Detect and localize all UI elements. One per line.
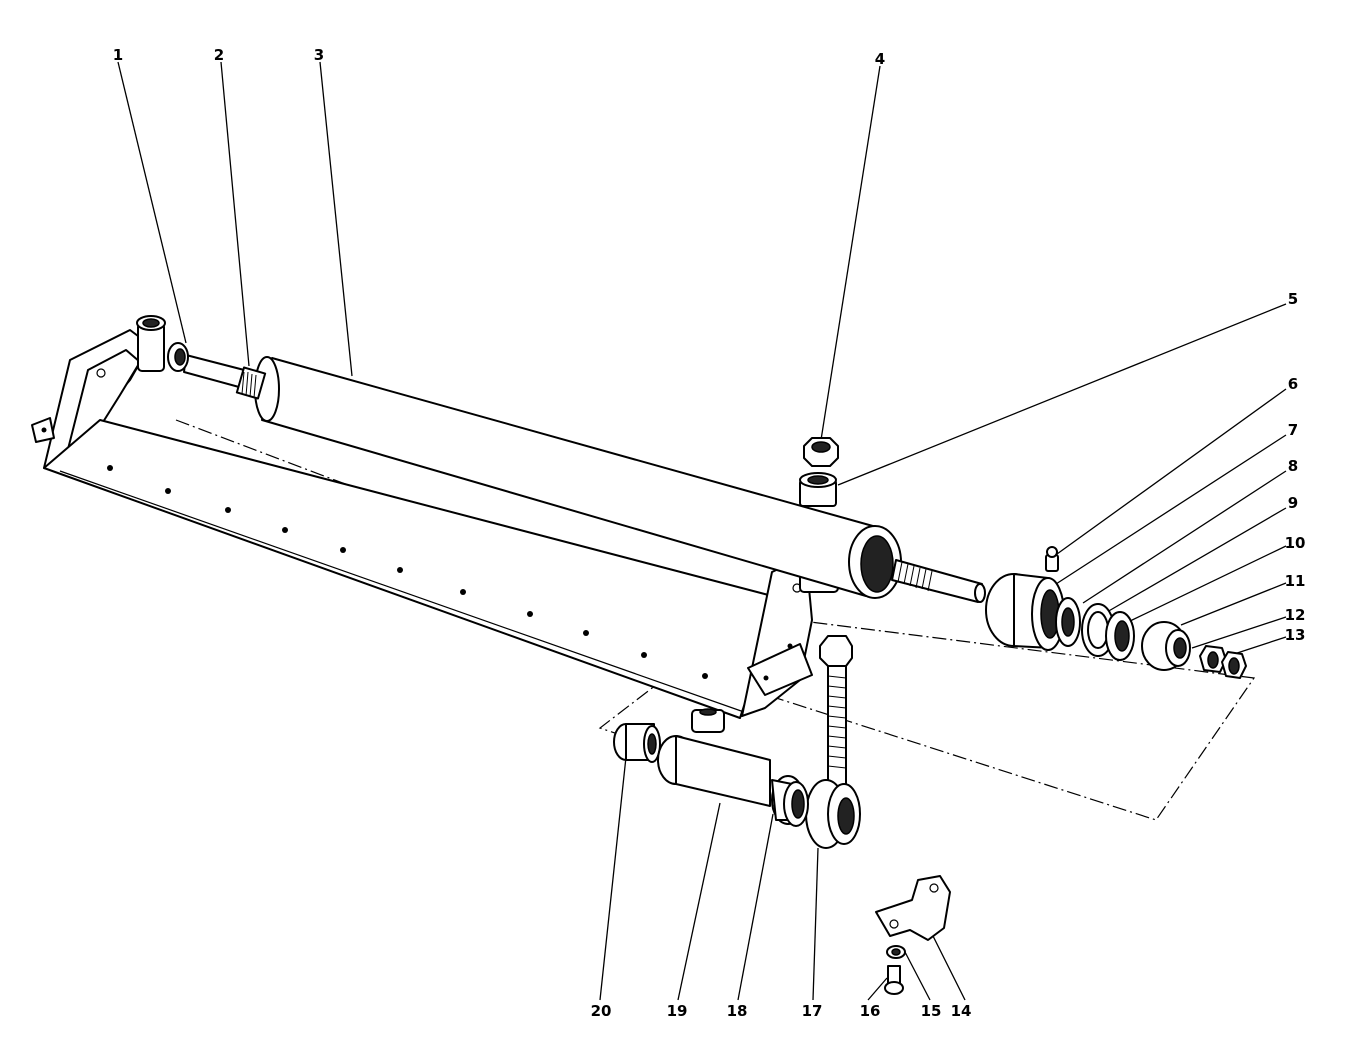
callout-5: 5 [1288, 290, 1298, 308]
nut-and-bushing [799, 437, 839, 507]
callout-12: 12 [1285, 606, 1306, 624]
callout-15: 15 [921, 1002, 942, 1020]
callout-14: 14 [951, 1002, 972, 1020]
bushings [613, 708, 809, 827]
callout-20: 20 [591, 1002, 612, 1020]
eye-bolt [805, 635, 861, 849]
callout-8: 8 [1288, 457, 1298, 475]
callout-1: 1 [113, 46, 123, 64]
callout-16: 16 [860, 1002, 881, 1020]
callout-3: 3 [314, 46, 324, 64]
clamp-hardware [875, 875, 951, 995]
callout-13: 13 [1285, 626, 1306, 644]
callout-6: 6 [1288, 375, 1298, 393]
callout-9: 9 [1288, 494, 1298, 512]
right-shaft [891, 559, 986, 603]
flange-holes [107, 465, 708, 679]
callout-17: 17 [802, 1002, 823, 1020]
left-shaft [167, 342, 267, 400]
callout-18: 18 [727, 1002, 748, 1020]
leader-lines [117, 61, 1287, 1001]
callout-2: 2 [214, 46, 224, 64]
end-nuts [1141, 621, 1247, 679]
bearing-stack [1055, 597, 1135, 661]
callout-11: 11 [1285, 572, 1306, 590]
callout-10: 10 [1285, 534, 1306, 552]
callout-4: 4 [875, 50, 885, 68]
hub-assembly [985, 546, 1065, 651]
callout-7: 7 [1288, 421, 1298, 439]
callout-19: 19 [667, 1002, 688, 1020]
callout-labels: 1 2 3 4 5 6 7 8 9 10 11 12 13 14 15 16 1… [113, 46, 1306, 1020]
